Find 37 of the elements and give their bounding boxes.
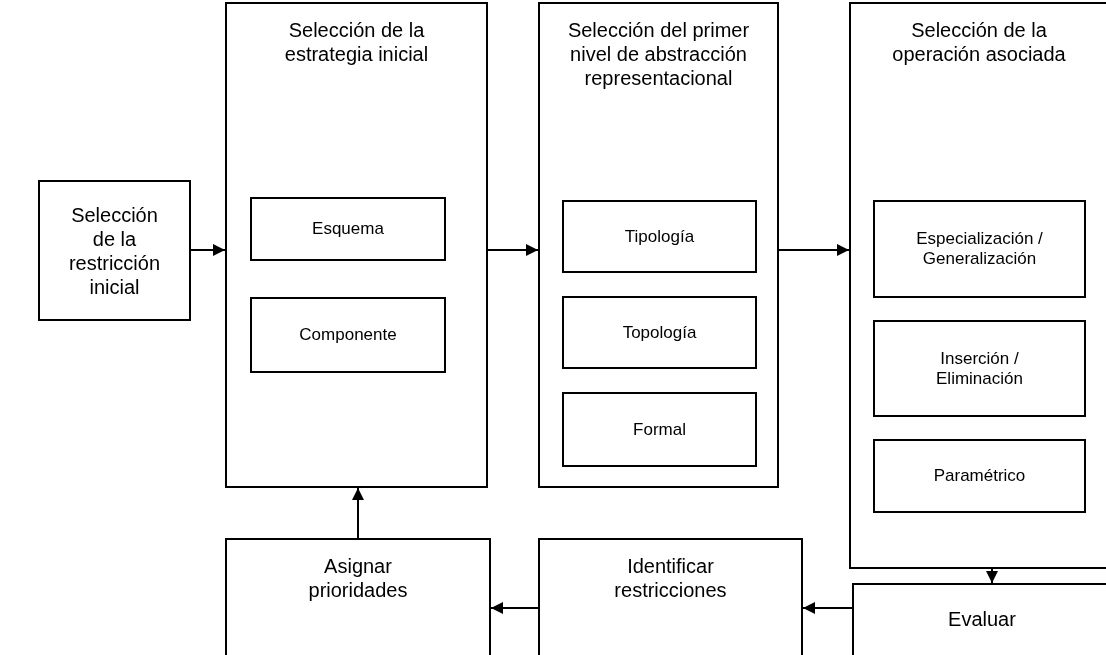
process-box xyxy=(852,583,1106,655)
arrow xyxy=(487,244,539,256)
box-label: Inserción / Eliminación xyxy=(935,348,1024,389)
option-box xyxy=(562,392,757,467)
arrow xyxy=(986,568,998,584)
box-label: Paramétrico xyxy=(932,465,1027,487)
box-title: Selección de la restricción inicial xyxy=(67,202,162,299)
process-box xyxy=(225,538,491,655)
box-label: Componente xyxy=(298,324,398,346)
process-box xyxy=(38,180,191,321)
option-box xyxy=(250,297,446,373)
option-box xyxy=(873,320,1086,417)
box-title: Selección del primer nivel de abstracción representacional xyxy=(566,18,751,90)
box-label: Tipología xyxy=(623,226,696,247)
option-box xyxy=(562,200,757,273)
process-box xyxy=(849,2,1106,569)
option-box xyxy=(873,200,1086,298)
box-title: Selección de la estrategia inicial xyxy=(283,18,430,66)
box-title: Evaluar xyxy=(947,607,1017,631)
process-box xyxy=(225,2,488,488)
arrow xyxy=(352,487,364,539)
option-box xyxy=(562,296,757,369)
arrow xyxy=(190,244,226,256)
box-label: Formal xyxy=(632,419,687,440)
process-box xyxy=(538,538,803,655)
option-box xyxy=(873,439,1086,513)
arrow xyxy=(778,244,850,256)
box-label: Esquema xyxy=(311,218,385,240)
box-label: Especialización / Generalización xyxy=(915,228,1044,270)
option-box xyxy=(250,197,446,261)
box-title: Asignar prioridades xyxy=(307,554,409,602)
process-box xyxy=(538,2,779,488)
arrow xyxy=(802,602,853,614)
box-title: Selección de la operación asociada xyxy=(891,18,1067,66)
box-title: Identificar restricciones xyxy=(613,554,728,602)
box-label: Topología xyxy=(621,322,698,343)
arrow xyxy=(490,602,539,614)
